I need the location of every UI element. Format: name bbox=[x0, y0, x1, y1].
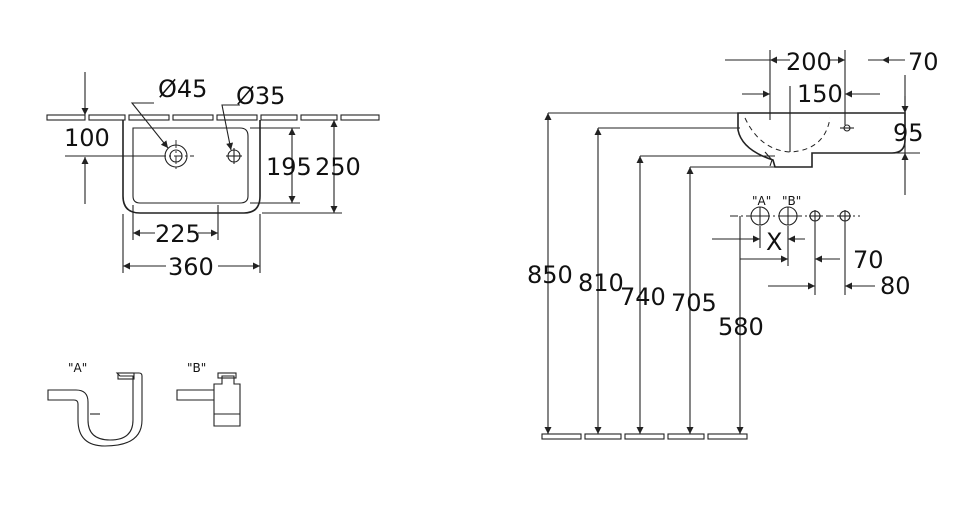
trap-a-label: "A" bbox=[68, 361, 87, 375]
trap-b: "B" bbox=[176, 361, 241, 427]
outlet-a-label: "A" bbox=[752, 194, 771, 208]
floor-strip bbox=[541, 433, 748, 440]
side-view: 200 70 150 95 850 810 740 705 580 bbox=[527, 48, 939, 440]
dim-850: 850 bbox=[527, 261, 573, 289]
label-dia-45: Ø45 bbox=[158, 75, 207, 103]
dim-200: 200 bbox=[786, 48, 832, 76]
dim-70-mid: 70 bbox=[853, 246, 884, 274]
trap-a: "A" bbox=[47, 361, 143, 447]
trap-a-icon bbox=[47, 372, 143, 447]
outlet-d-icon bbox=[839, 210, 851, 222]
top-view: Ø45 Ø35 100 195 250 225 360 bbox=[46, 72, 380, 281]
dim-70-top: 70 bbox=[908, 48, 939, 76]
dim-250: 250 bbox=[315, 153, 361, 181]
outlet-a-icon bbox=[750, 206, 770, 226]
label-dia-35: Ø35 bbox=[236, 82, 285, 110]
dim-80: 80 bbox=[880, 272, 911, 300]
dim-195: 195 bbox=[266, 153, 312, 181]
wall-strip bbox=[46, 114, 380, 121]
dim-95: 95 bbox=[893, 119, 924, 147]
dim-100: 100 bbox=[64, 124, 110, 152]
dim-810: 810 bbox=[578, 269, 624, 297]
basin-profile bbox=[737, 112, 906, 168]
dim-150: 150 bbox=[797, 80, 843, 108]
tap-hole-icon bbox=[158, 140, 194, 172]
dim-740: 740 bbox=[620, 283, 666, 311]
dim-580: 580 bbox=[718, 313, 764, 341]
outlet-b-label: "B" bbox=[782, 194, 801, 208]
overflow-hole-icon bbox=[226, 148, 242, 164]
dim-x: X bbox=[766, 228, 782, 256]
basin-bowl bbox=[132, 127, 249, 204]
dim-360: 360 bbox=[168, 253, 214, 281]
basin-outline bbox=[122, 120, 261, 214]
dim-705: 705 bbox=[671, 289, 717, 317]
trap-b-label: "B" bbox=[187, 361, 206, 375]
dim-225: 225 bbox=[155, 220, 201, 248]
outlet-b-icon bbox=[778, 206, 798, 226]
trap-b-icon bbox=[213, 375, 241, 427]
outlet-c-icon bbox=[809, 210, 821, 222]
